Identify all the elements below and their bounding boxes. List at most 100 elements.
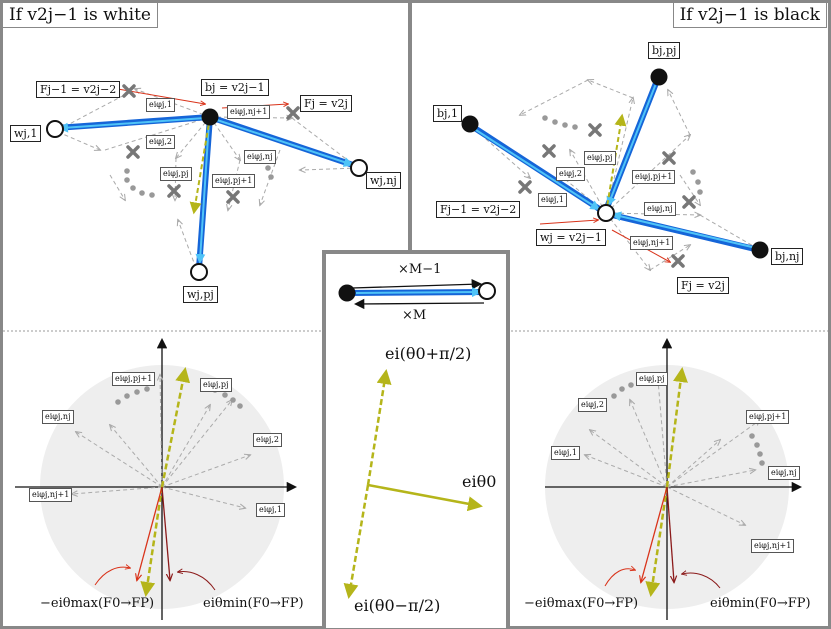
middle-up-vector xyxy=(366,369,392,486)
vertex-w-j1 xyxy=(46,120,64,138)
cross-icon xyxy=(126,145,140,159)
bottom-left-plot xyxy=(15,337,298,620)
left-dashed-arrow xyxy=(300,168,359,170)
vertex-w-jpj xyxy=(190,263,208,281)
bottom-right-plot xyxy=(545,337,803,620)
right-dashed-arrow xyxy=(699,214,760,250)
vertex-w-j xyxy=(597,204,615,222)
right-dashed-arrow xyxy=(469,124,530,178)
left-dashed-arrow xyxy=(176,116,211,158)
left-dashed-arrow xyxy=(209,116,240,160)
bl-label-ep1: eiφj,pj+1 xyxy=(112,372,156,386)
label-b-j: bj = v2j−1 xyxy=(201,79,269,96)
olive-down-arrow xyxy=(645,486,669,597)
bl-label-theta-min: eiθmin(F0→FP) xyxy=(203,596,304,611)
label-enj1: eiφj,nj+1 xyxy=(227,105,271,119)
right-dashed-arrow xyxy=(520,79,589,115)
middle-down-vector xyxy=(343,484,370,599)
vertex-w-jnj xyxy=(350,159,368,177)
label-f-prev-right: Fj−1 = v2j−2 xyxy=(436,201,521,218)
cross-icon xyxy=(226,190,240,204)
cross-icon xyxy=(682,195,696,209)
br-label-e1: eiφj,1 xyxy=(551,446,581,460)
middle-black-vertex xyxy=(338,284,356,302)
cross-icon xyxy=(671,254,685,268)
label-times-m-inv: ×M−1 xyxy=(398,262,442,277)
label-ep-right: eiφj,pj xyxy=(584,151,616,165)
right-panel-title: If v2j−1 is black xyxy=(672,2,827,28)
red-arrow xyxy=(137,486,163,580)
label-ep: eiφj,pj xyxy=(160,167,192,181)
bl-label-enj: eiφj,nj xyxy=(42,410,74,424)
vertex-b-jnj xyxy=(751,241,769,259)
label-right-vector: eiθ0 xyxy=(462,472,497,491)
label-b-jnj: bj,nj xyxy=(771,248,804,265)
olive-up-arrow xyxy=(160,367,191,488)
dark-red-arrow xyxy=(666,486,674,582)
label-ep1: eiφj,pj+1 xyxy=(212,174,256,188)
label-f-j: Fj = v2j xyxy=(300,95,352,112)
br-label-enj1: eiφj,nj+1 xyxy=(751,539,795,553)
olive-up-arrow xyxy=(665,367,688,488)
right-graph xyxy=(461,68,769,271)
cross-icon xyxy=(122,84,136,98)
bl-label-e1: eiφj,1 xyxy=(256,503,286,517)
dark-red-arrow xyxy=(161,486,170,580)
br-label-ep: eiφj,pj xyxy=(636,372,668,386)
vertex-b-j1 xyxy=(461,115,479,133)
right-dashed-arrow xyxy=(679,174,700,205)
label-e2: eiφj,2 xyxy=(146,135,176,149)
label-times-m: ×M xyxy=(402,308,427,323)
cross-icon xyxy=(286,106,300,120)
left-dashed-arrow xyxy=(109,174,125,200)
br-label-theta-min: eiθmin(F0→FP) xyxy=(710,596,811,611)
right-red-arrow xyxy=(539,220,598,225)
label-ep1-right: eiφj,pj+1 xyxy=(632,170,676,184)
bl-label-enj1: eiφj,nj+1 xyxy=(29,488,73,502)
label-e1-right: eiφj,1 xyxy=(538,193,568,207)
cross-icon xyxy=(542,144,556,158)
cross-icon xyxy=(588,123,602,137)
vertex-b-jpj xyxy=(650,68,668,86)
label-b-jpj: bj,pj xyxy=(648,42,681,59)
bl-label-e2: eiφj,2 xyxy=(253,433,283,447)
label-w-jpj: wj,pj xyxy=(183,286,218,303)
label-w-jnj: wj,nj xyxy=(366,172,401,189)
label-f-j-right: Fj = v2j xyxy=(677,277,729,294)
br-label-theta-max: −eiθmax(F0→FP) xyxy=(524,596,639,611)
left-graph xyxy=(46,84,368,281)
left-dashed-arrow xyxy=(178,220,197,269)
br-label-enj: eiφj,nj xyxy=(768,466,800,480)
br-label-ep1: eiφj,pj+1 xyxy=(746,410,790,424)
label-up-vector: ei(θ0+π/2) xyxy=(385,344,472,363)
label-w-j: wj = v2j−1 xyxy=(536,229,606,246)
cross-icon xyxy=(518,180,532,194)
middle-right-vector xyxy=(367,483,483,512)
right-dashed-arrow xyxy=(588,80,634,99)
label-enj-right: eiφj,nj xyxy=(644,202,676,216)
olive-down-arrow xyxy=(140,486,164,597)
cross-icon xyxy=(167,184,181,198)
right-dashed-arrow xyxy=(570,150,607,214)
label-enj1-right: eiφj,nj+1 xyxy=(630,236,674,250)
label-w-j1: wj,1 xyxy=(10,125,42,142)
label-down-vector: ei(θ0−π/2) xyxy=(354,596,441,615)
left-dashed-arrow xyxy=(104,117,210,151)
left-panel-title: If v2j−1 is white xyxy=(2,2,158,28)
label-e1: eiφj,1 xyxy=(146,98,176,112)
right-dashed-arrow xyxy=(668,90,691,136)
label-e2-right: eiφj,2 xyxy=(556,167,586,181)
label-f-prev: Fj−1 = v2j−2 xyxy=(36,81,121,98)
cross-icon xyxy=(662,151,676,165)
right-dashed-arrow xyxy=(605,98,633,214)
middle-panel xyxy=(338,279,496,599)
middle-white-vertex xyxy=(478,282,496,300)
br-label-e2: eiφj,2 xyxy=(578,398,608,412)
vertex-b-j xyxy=(201,108,219,126)
left-dashed-arrow xyxy=(57,131,100,150)
right-dashed-arrow xyxy=(605,212,650,270)
label-enj: eiφj,nj xyxy=(244,150,276,164)
bl-label-ep: eiφj,pj xyxy=(200,378,232,392)
label-b-j1: bj,1 xyxy=(433,105,462,122)
